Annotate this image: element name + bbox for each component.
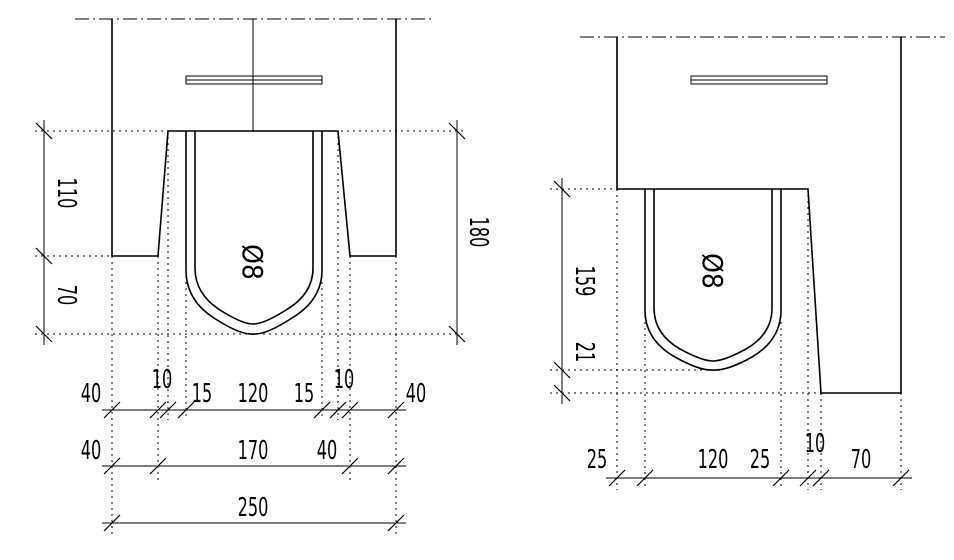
dim-text: 70	[851, 445, 872, 475]
left-stirrup-inner	[194, 131, 314, 325]
right-section: 25 120 25 10 70 159 21 Ø8	[550, 36, 945, 490]
left-section: 40 10 15 120 15 10 40 40 170 40 250 110 …	[35, 18, 493, 538]
dim-text: 120	[698, 445, 729, 475]
dim-text: 159	[569, 266, 599, 297]
dim-text: 40	[406, 379, 427, 409]
dim-text: 10	[805, 429, 826, 459]
dim-text: 40	[317, 436, 338, 466]
dim-text: 25	[750, 445, 771, 475]
rebar-label: Ø8	[236, 244, 269, 280]
right-stirrup-inner	[653, 189, 773, 362]
dim-text: 40	[81, 436, 102, 466]
dim-text: 15	[294, 379, 315, 409]
dim-text: 70	[51, 285, 81, 306]
dim-text: 110	[51, 178, 81, 209]
dim-text: 170	[238, 436, 269, 466]
left-body-outline	[111, 19, 397, 257]
dim-text: 10	[334, 365, 355, 395]
dim-text: 15	[192, 379, 213, 409]
dim-text: 10	[152, 365, 173, 395]
left-stirrup-outer	[185, 131, 323, 335]
dim-text: 250	[238, 493, 269, 523]
dim-text: 180	[463, 217, 493, 248]
dim-text: 40	[81, 379, 102, 409]
right-body-outline	[616, 37, 902, 394]
dim-text: 25	[587, 445, 608, 475]
dim-text: 21	[569, 342, 599, 363]
dim-text: 120	[238, 379, 269, 409]
rebar-label: Ø8	[696, 253, 729, 289]
